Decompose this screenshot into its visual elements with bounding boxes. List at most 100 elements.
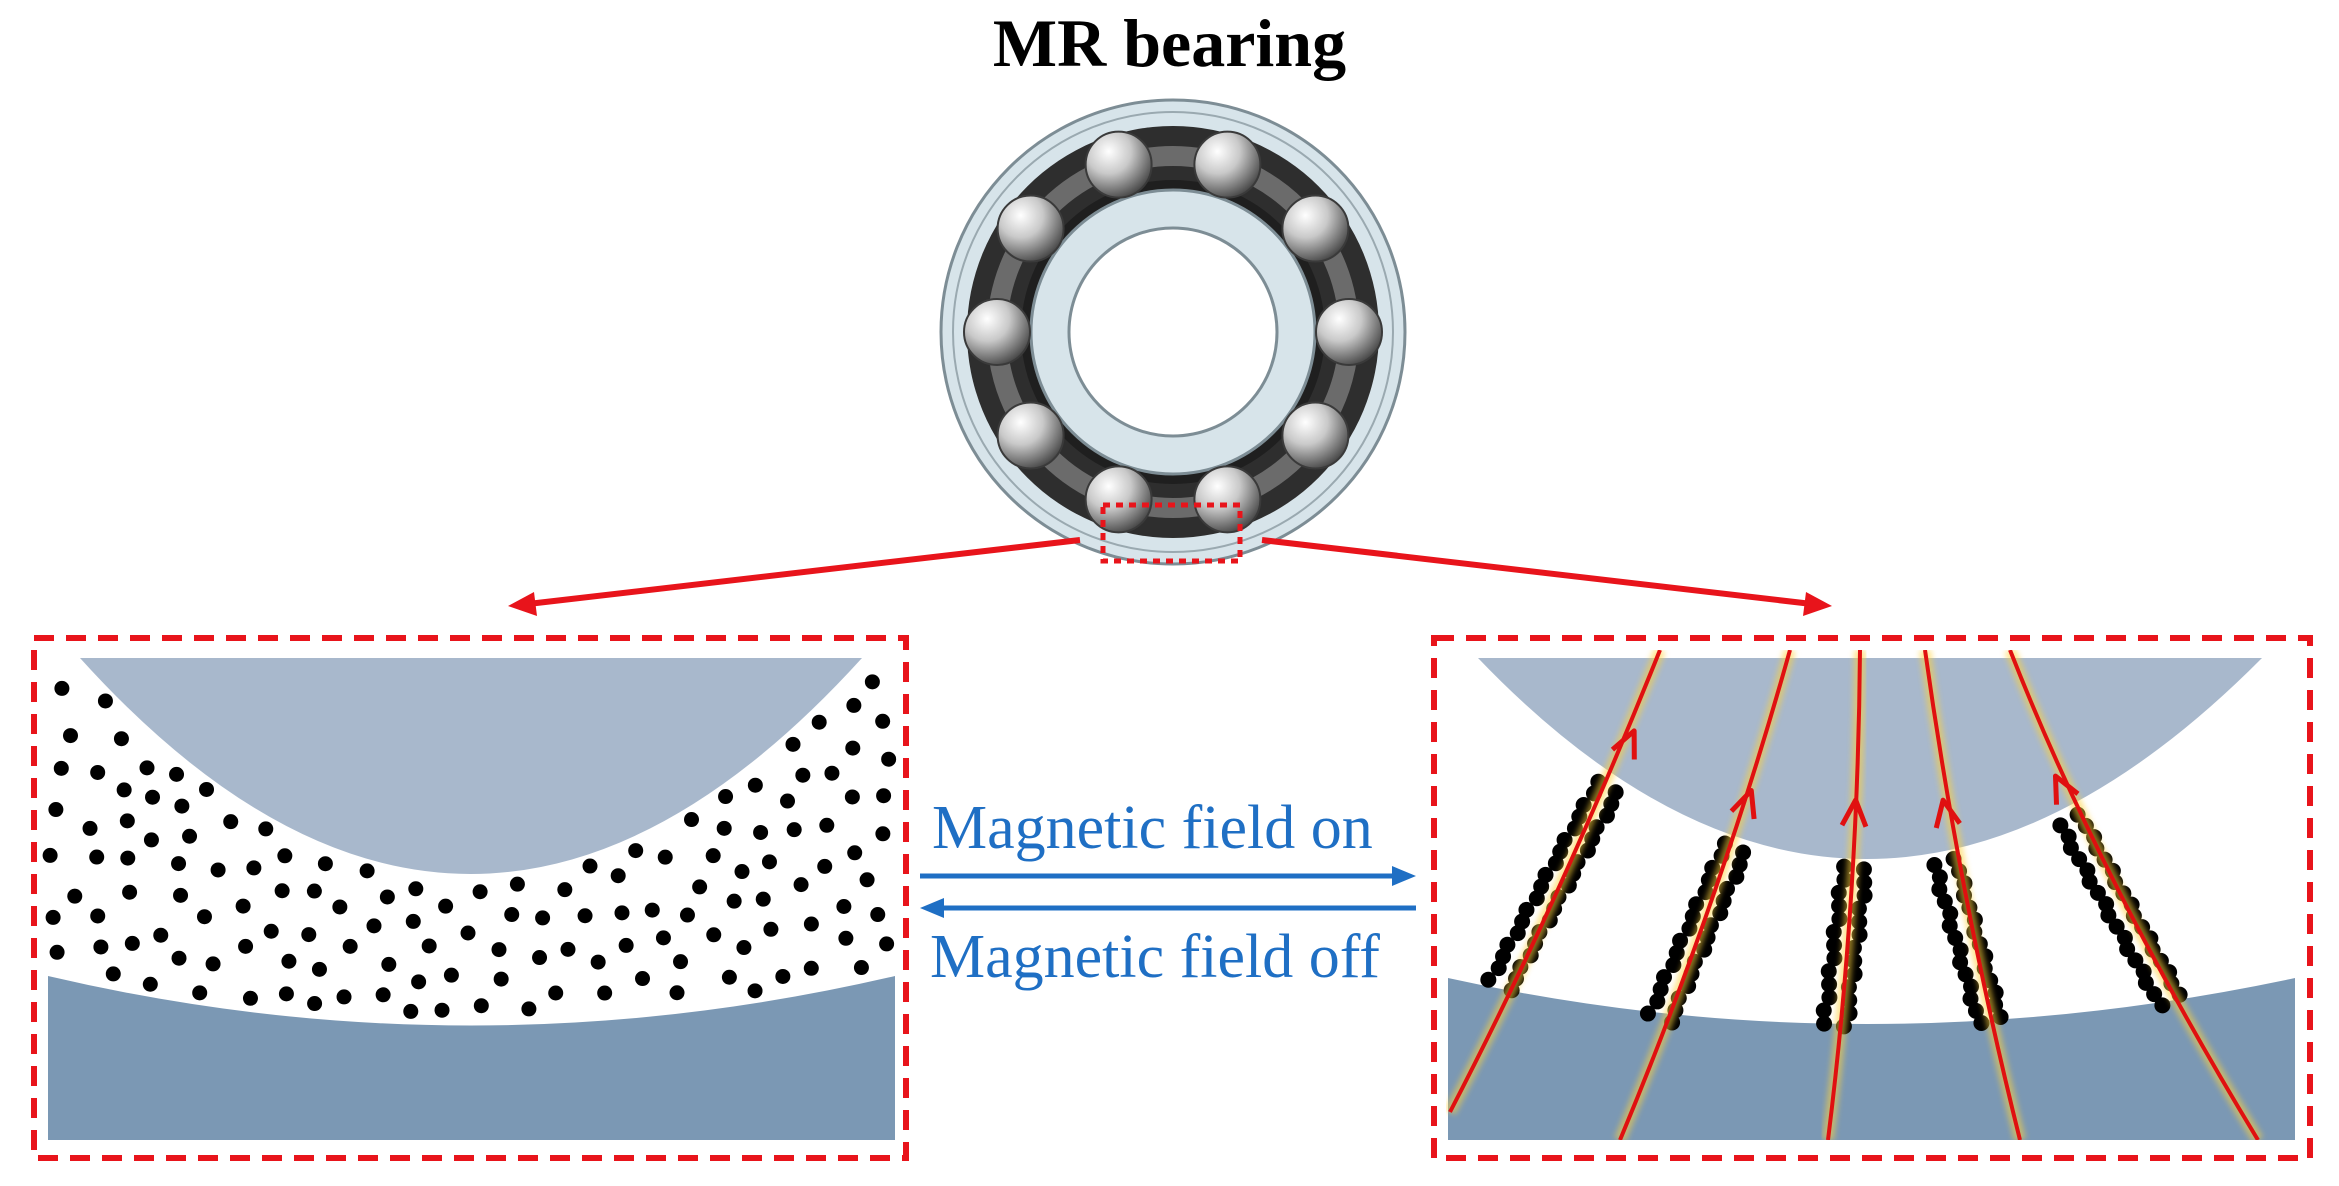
- mr-particle: [174, 798, 190, 814]
- mr-particle: [614, 905, 630, 921]
- bearing-ball: [1193, 130, 1262, 199]
- mr-particle: [97, 693, 113, 709]
- mr-particle: [1926, 857, 1943, 874]
- mr-particle: [105, 966, 121, 982]
- mr-particle: [1731, 856, 1748, 873]
- mr-particle: [493, 971, 509, 987]
- mr-particle: [692, 879, 708, 895]
- mr-particle: [1656, 969, 1673, 986]
- bearing-ball: [996, 194, 1065, 263]
- mr-particle: [793, 877, 809, 893]
- mr-particle: [277, 848, 293, 864]
- mr-particle: [853, 960, 869, 976]
- mr-particle: [242, 990, 258, 1006]
- lower-raceway-surface: [48, 976, 895, 1140]
- mr-particle: [1688, 896, 1705, 913]
- mr-particle: [845, 740, 861, 756]
- mr-particle: [1665, 956, 1682, 973]
- mr-particle: [726, 893, 742, 909]
- mr-particle: [307, 996, 323, 1012]
- mr-particle: [803, 960, 819, 976]
- mr-particle-chain: [1480, 773, 1624, 999]
- mr-particle: [90, 764, 106, 780]
- mr-particle: [1941, 917, 1958, 934]
- mr-particle: [124, 935, 140, 951]
- mr-particle: [62, 728, 78, 744]
- mr-particle: [205, 956, 221, 972]
- mr-particle: [1963, 978, 1980, 995]
- mr-particle: [2119, 941, 2136, 958]
- magnetic-field-line: [2004, 650, 2264, 1140]
- diagram-title: MR bearing: [992, 5, 1347, 81]
- mr-particle: [359, 863, 375, 879]
- mr-particle: [2108, 918, 2125, 935]
- mr-particle: [473, 998, 489, 1014]
- bearing-balls: [963, 130, 1383, 534]
- mr-particle: [763, 921, 779, 937]
- mr-particle: [306, 883, 322, 899]
- mr-particle: [721, 969, 737, 985]
- mr-particle: [1952, 954, 1969, 971]
- mr-particle: [838, 930, 854, 946]
- callout-arrow-left: [508, 537, 1081, 616]
- mr-particle: [2137, 974, 2154, 991]
- mr-particle: [1825, 924, 1842, 941]
- mr-particle: [53, 760, 69, 776]
- mr-particle: [1855, 861, 1872, 878]
- mr-particle: [1598, 807, 1615, 824]
- mr-particle: [2100, 907, 2117, 924]
- mr-particle: [2154, 997, 2171, 1014]
- panel-frame-right: [1431, 635, 2313, 1161]
- mr-particle: [54, 680, 70, 696]
- mr-particle: [684, 812, 700, 828]
- mr-particle: [1931, 869, 1948, 886]
- mr-particle: [673, 954, 689, 970]
- mr-particle: [443, 967, 459, 983]
- mr-particle: [67, 888, 83, 904]
- mr-particle: [786, 822, 802, 838]
- mr-particle: [1681, 920, 1698, 937]
- mr-particle: [635, 971, 651, 987]
- mr-particle: [1815, 1002, 1832, 1019]
- mr-particle: [2081, 873, 2098, 890]
- lower-raceway-surface: [1448, 978, 2295, 1140]
- mr-particle: [120, 850, 136, 866]
- mr-particle: [655, 930, 671, 946]
- mr-particle: [116, 782, 132, 798]
- mr-particle: [1672, 932, 1689, 949]
- mr-particle: [1830, 884, 1847, 901]
- mr-particle: [881, 751, 897, 767]
- mr-particle: [336, 989, 352, 1005]
- mr-particle: [82, 820, 98, 836]
- mr-particle: [1826, 937, 1843, 954]
- mr-particle: [1480, 971, 1497, 988]
- mr-particle: [679, 907, 695, 923]
- mr-particle: [434, 1002, 450, 1018]
- mr-particle: [122, 884, 138, 900]
- mr-particle: [1668, 944, 1685, 961]
- mr-particle: [1528, 890, 1545, 907]
- mr-particle: [875, 713, 891, 729]
- mr-particle: [582, 858, 598, 874]
- mr-particle: [45, 909, 61, 925]
- mr-particle: [824, 765, 840, 781]
- mr-particle: [210, 862, 226, 878]
- mr-particle: [317, 856, 333, 872]
- mr-particle: [1962, 990, 1979, 1007]
- panel-frame-left: [31, 635, 909, 1161]
- mr-particle: [535, 910, 551, 926]
- mr-particle: [274, 883, 290, 899]
- mr-particle: [199, 781, 215, 797]
- mr-particle: [223, 814, 239, 830]
- mr-particle: [859, 872, 875, 888]
- mr-particle: [1579, 842, 1596, 859]
- magnetic-field-line: [1822, 650, 1869, 1140]
- mr-particle: [628, 843, 644, 859]
- mr-particle: [421, 938, 437, 954]
- mr-particle: [1509, 925, 1526, 942]
- mr-particle: [145, 789, 161, 805]
- mr-particle: [89, 849, 105, 865]
- mr-particle: [1957, 966, 1974, 983]
- callout-arrow-right: [1261, 537, 1832, 616]
